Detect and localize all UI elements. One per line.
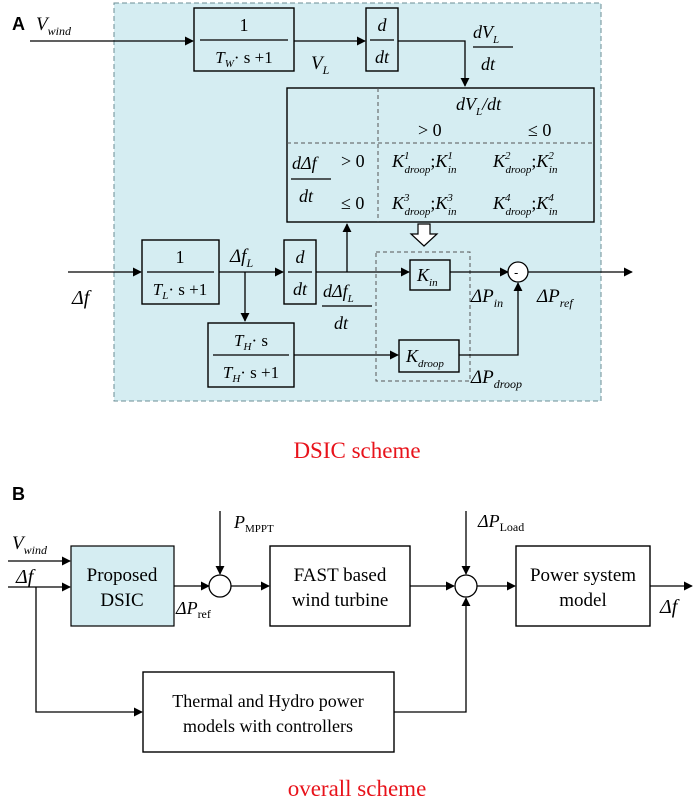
wind-filter-den: TW· s +1 bbox=[215, 48, 273, 70]
ps-line2: model bbox=[559, 590, 607, 611]
highpass-den: TH· s +1 bbox=[223, 363, 279, 385]
lowpass-num: 1 bbox=[176, 247, 185, 267]
dvl-num: dVL bbox=[473, 22, 499, 46]
summing-junction-wind bbox=[208, 574, 232, 598]
dsic-line2: DSIC bbox=[100, 590, 143, 611]
pdroop-label: ΔPdroop bbox=[470, 367, 522, 391]
b-df-label: Δf bbox=[15, 566, 36, 588]
ddfl-den: dt bbox=[334, 313, 349, 333]
derivative-top-den: dt bbox=[375, 47, 390, 67]
table-header: dVL/dt bbox=[456, 94, 502, 118]
b-vwind-label: Vwind bbox=[12, 533, 48, 557]
kin-block bbox=[409, 259, 451, 291]
thermal-line1: Thermal and Hydro power bbox=[172, 691, 363, 711]
sum-minus-sign: - bbox=[514, 265, 518, 280]
vwind-input-label: Vwind bbox=[36, 14, 72, 38]
kin-label: Kin bbox=[416, 265, 438, 289]
table-row-label-den: dt bbox=[299, 186, 314, 206]
df-input-label: Δf bbox=[71, 287, 92, 309]
dfl-label: ΔfL bbox=[229, 246, 253, 270]
b-df-output-label: Δf bbox=[659, 596, 680, 618]
summing-junction-system bbox=[454, 574, 478, 598]
gain-select-hollow-arrow bbox=[409, 223, 439, 247]
vl-label: VL bbox=[311, 53, 330, 77]
ps-line1: Power system bbox=[530, 565, 636, 586]
derivative-mid-num: d bbox=[296, 247, 306, 267]
b-df-to-thermal-arrow bbox=[35, 587, 143, 717]
fast-wind-turbine-block bbox=[269, 545, 411, 627]
panel-a-label: A bbox=[12, 14, 25, 34]
thermal-line2: models with controllers bbox=[183, 716, 353, 736]
gain-table bbox=[286, 87, 595, 223]
b-pref-label: ΔPref bbox=[175, 598, 211, 621]
dsic-background bbox=[113, 2, 602, 402]
dsic-scheme-caption: DSIC scheme bbox=[293, 438, 420, 463]
dvl-arrow bbox=[398, 40, 470, 87]
pref-label-a: ΔPref bbox=[536, 286, 574, 310]
overall-scheme-caption: overall scheme bbox=[288, 776, 427, 801]
pdroop-arrow bbox=[459, 282, 523, 356]
panel-b-label: B bbox=[12, 484, 25, 504]
highpass-num: TH· s bbox=[234, 331, 268, 353]
proposed-dsic-block bbox=[70, 545, 175, 627]
dsic-line1: Proposed bbox=[87, 565, 158, 586]
lowpass-den: TL· s +1 bbox=[153, 280, 207, 302]
pmppt-label: PMPPT bbox=[233, 512, 274, 535]
pin-label: ΔPin bbox=[470, 286, 503, 310]
kdroop-label: Kdroop bbox=[405, 346, 444, 370]
thermal-to-sum-arrow bbox=[394, 597, 471, 713]
table-col-le0: ≤ 0 bbox=[528, 120, 551, 140]
wind-filter-num: 1 bbox=[240, 15, 249, 35]
table-col-gt0: > 0 bbox=[418, 120, 442, 140]
pload-label: ΔPLoad bbox=[477, 511, 524, 534]
thermal-hydro-block bbox=[142, 671, 395, 753]
power-system-model-block bbox=[515, 545, 651, 627]
fast-line2: wind turbine bbox=[292, 590, 389, 611]
wind-filter-block bbox=[193, 7, 295, 72]
fast-line1: FAST based bbox=[294, 565, 387, 586]
derivative-top-num: d bbox=[378, 15, 388, 35]
ddfl-num: dΔfL bbox=[323, 281, 354, 305]
derivative-mid-den: dt bbox=[293, 279, 308, 299]
derivative-block-top bbox=[365, 7, 399, 72]
table-row-le0: ≤ 0 bbox=[341, 193, 364, 213]
table-row-gt0: > 0 bbox=[341, 151, 365, 171]
gain-region bbox=[375, 251, 471, 382]
kdroop-block bbox=[398, 339, 460, 373]
table-row-label-num: dΔf bbox=[292, 153, 320, 173]
dvl-den: dt bbox=[481, 54, 496, 74]
